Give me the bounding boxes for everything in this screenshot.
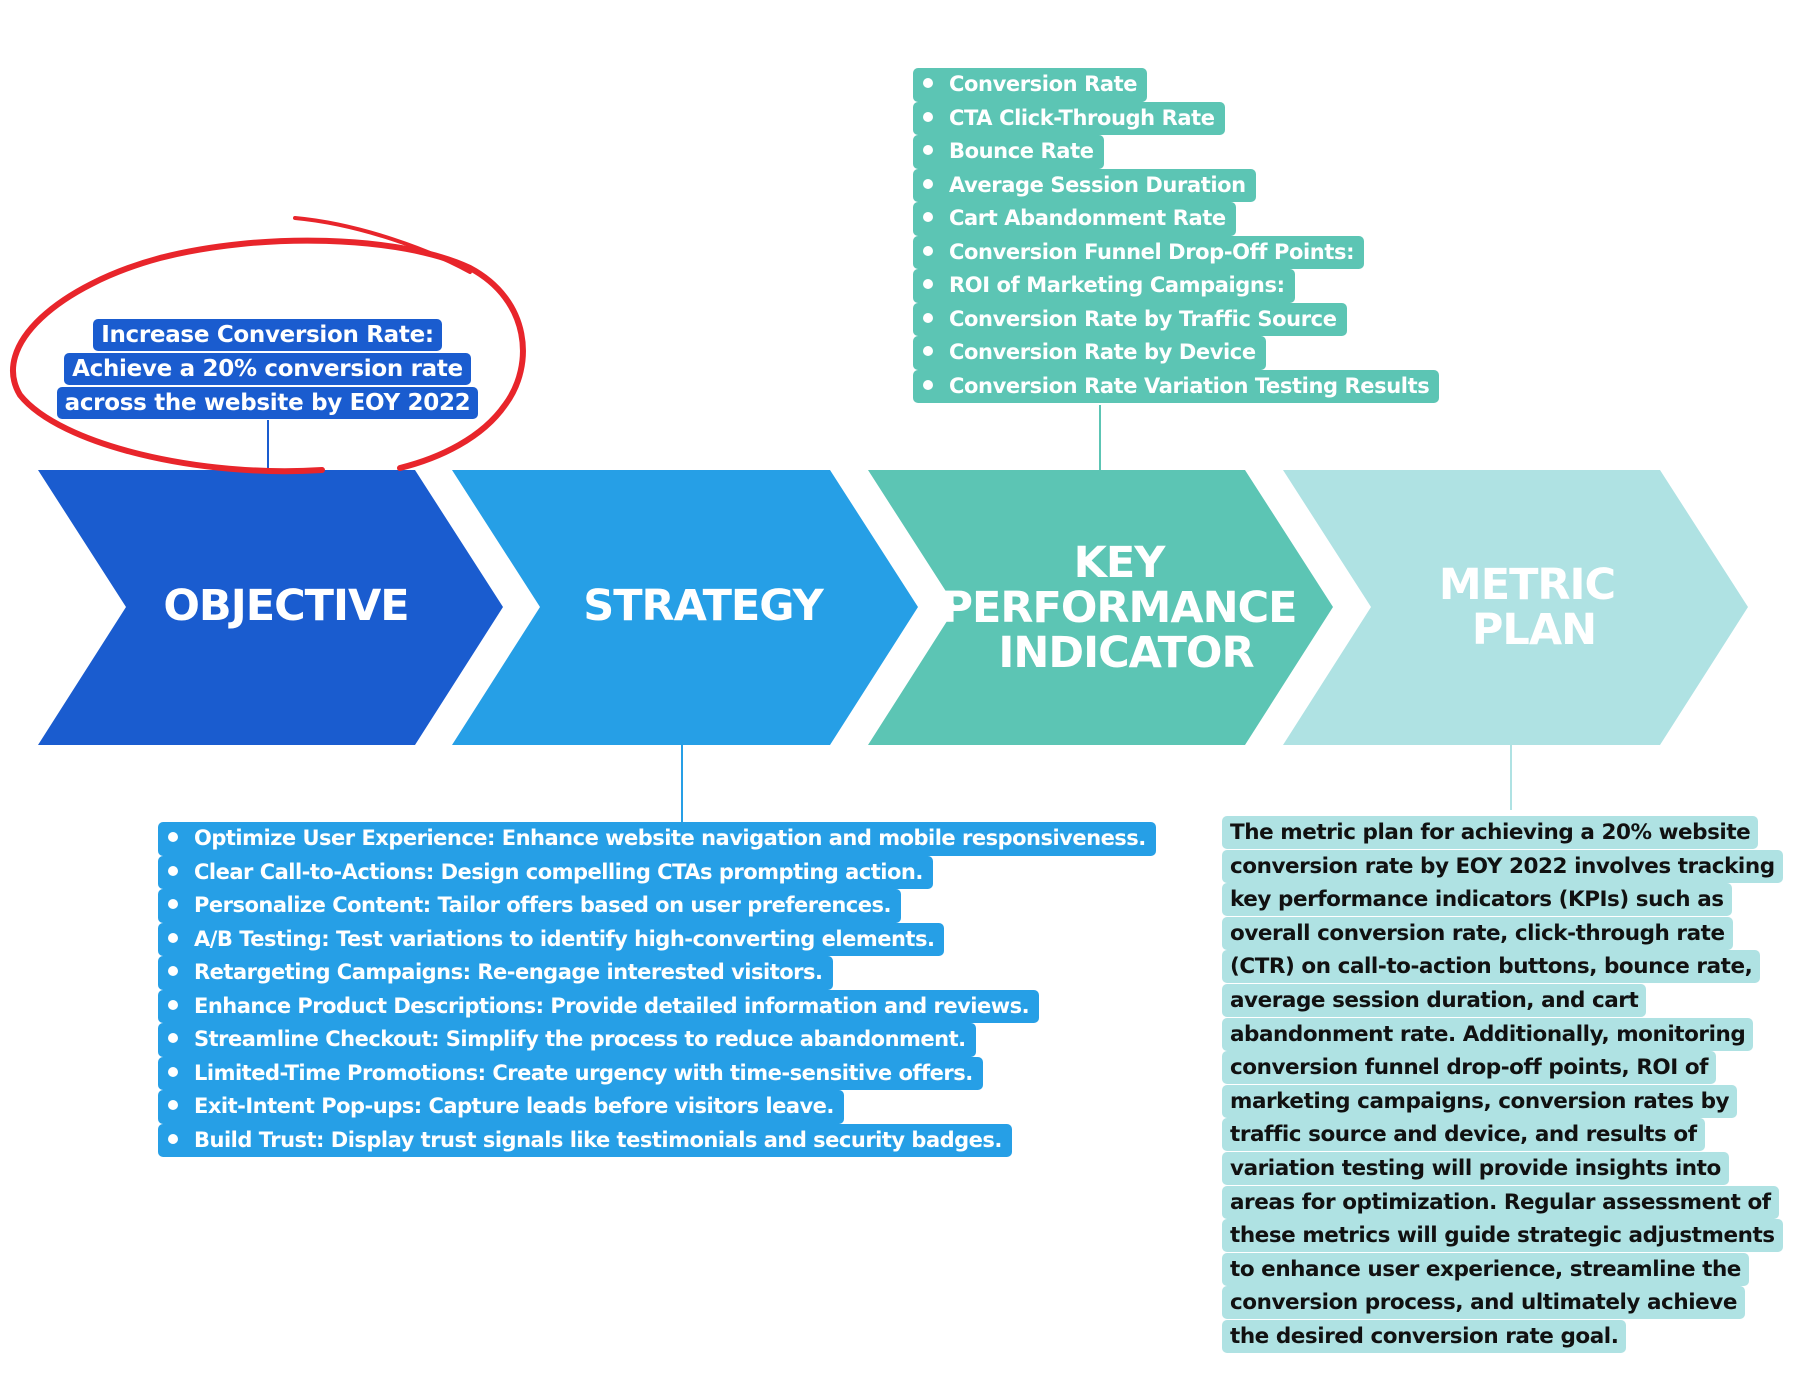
- strategy-item-highlight: A/B Testing: Test variations to identify…: [158, 922, 945, 956]
- metric-plan-box: The metric plan for achieving a 20% webs…: [1222, 816, 1783, 1354]
- kpi-item-highlight: Bounce Rate: [913, 135, 1104, 169]
- kpi-item-label: Conversion Rate by Device: [949, 340, 1256, 364]
- highlight-circle-tail: [293, 216, 472, 274]
- strategy-item: Build Trust: Display trust signals like …: [158, 1123, 1156, 1157]
- bullet-icon: [923, 379, 933, 390]
- kpi-item-highlight: ROI of Marketing Campaigns:: [913, 269, 1295, 303]
- kpi-item-label: Average Session Duration: [949, 172, 1246, 197]
- bullet-icon: [923, 312, 933, 323]
- bullet-icon: [168, 1100, 178, 1110]
- kpi-item-highlight: Conversion Rate by Device: [913, 336, 1266, 370]
- bullet-icon: [923, 346, 933, 356]
- strategy-item-label: Enhance Product Descriptions: Provide de…: [194, 993, 1030, 1018]
- strategy-item-label: Build Trust: Display trust signals like …: [194, 1127, 1002, 1152]
- strategy-item-label: Limited-Time Promotions: Create urgency …: [194, 1060, 973, 1085]
- chevron-kpi: [868, 470, 1333, 745]
- chevron-strategy: [452, 470, 918, 745]
- objective-box: Increase Conversion Rate: Achieve a 20% …: [55, 318, 480, 420]
- bullet-icon: [168, 865, 178, 876]
- kpi-item: Conversion Rate by Device: [913, 336, 1439, 370]
- kpi-item: Bounce Rate: [913, 135, 1439, 169]
- kpi-item-label: Conversion Rate Variation Testing Result…: [949, 373, 1430, 398]
- kpi-item-label: Cart Abandonment Rate: [949, 206, 1226, 230]
- kpi-item-label: CTA Click-Through Rate: [949, 105, 1215, 130]
- kpi-item-label: Conversion Rate: [949, 72, 1138, 96]
- strategy-item-label: Optimize User Experience: Enhance websit…: [194, 826, 1146, 850]
- kpi-item-highlight: Conversion Rate by Traffic Source: [913, 302, 1347, 336]
- strategy-item-highlight: Optimize User Experience: Enhance websit…: [158, 822, 1156, 856]
- strategy-item-label: Streamline Checkout: Simplify the proces…: [194, 1027, 966, 1051]
- kpi-item: Cart Abandonment Rate: [913, 202, 1439, 236]
- strategy-item: Clear Call-to-Actions: Design compelling…: [158, 855, 1156, 889]
- strategy-list: Optimize User Experience: Enhance websit…: [158, 822, 1156, 1157]
- bullet-icon: [168, 899, 178, 909]
- bullet-icon: [923, 212, 933, 222]
- strategy-item-highlight: Build Trust: Display trust signals like …: [158, 1123, 1012, 1157]
- kpi-item-highlight: Conversion Funnel Drop-Off Points:: [913, 235, 1365, 269]
- bullet-icon: [923, 178, 933, 189]
- strategy-item: Retargeting Campaigns: Re-engage interes…: [158, 956, 1156, 990]
- strategy-item-label: A/B Testing: Test variations to identify…: [194, 926, 935, 951]
- strategy-item: Personalize Content: Tailor offers based…: [158, 889, 1156, 923]
- kpi-item-highlight: Cart Abandonment Rate: [913, 202, 1236, 236]
- stage-title-strategy: STRATEGY: [583, 581, 824, 631]
- strategy-item-highlight: Personalize Content: Tailor offers based…: [158, 889, 901, 923]
- bullet-icon: [168, 832, 178, 842]
- bullet-icon: [923, 78, 933, 88]
- kpi-item-label: Conversion Funnel Drop-Off Points:: [949, 239, 1355, 264]
- stage-title-kpi: KEY PERFORMANCE INDICATOR: [941, 538, 1310, 678]
- bullet-icon: [168, 999, 178, 1010]
- kpi-item: Conversion Funnel Drop-Off Points:: [913, 235, 1439, 269]
- strategy-item-highlight: Clear Call-to-Actions: Design compelling…: [158, 855, 933, 889]
- strategy-item-highlight: Enhance Product Descriptions: Provide de…: [158, 989, 1040, 1023]
- strategy-item-label: Clear Call-to-Actions: Design compelling…: [194, 859, 923, 884]
- strategy-item-highlight: Retargeting Campaigns: Re-engage interes…: [158, 956, 833, 990]
- bullet-icon: [168, 966, 178, 976]
- kpi-item-label: Conversion Rate by Traffic Source: [949, 306, 1337, 331]
- kpi-item-label: ROI of Marketing Campaigns:: [949, 273, 1285, 297]
- kpi-item: Conversion Rate: [913, 68, 1439, 102]
- strategy-item: Limited-Time Promotions: Create urgency …: [158, 1056, 1156, 1090]
- bullet-icon: [168, 1066, 178, 1077]
- chevron-metric: [1283, 470, 1748, 745]
- strategy-item: Streamline Checkout: Simplify the proces…: [158, 1023, 1156, 1057]
- strategy-item: A/B Testing: Test variations to identify…: [158, 922, 1156, 956]
- kpi-item: Conversion Rate by Traffic Source: [913, 302, 1439, 336]
- strategy-item-highlight: Limited-Time Promotions: Create urgency …: [158, 1056, 983, 1090]
- strategy-item: Optimize User Experience: Enhance websit…: [158, 822, 1156, 856]
- chevron-objective: [38, 470, 503, 745]
- bullet-icon: [168, 932, 178, 943]
- bullet-icon: [168, 1133, 178, 1144]
- strategy-item-highlight: Exit-Intent Pop-ups: Capture leads befor…: [158, 1090, 844, 1124]
- stage-title-objective: OBJECTIVE: [163, 581, 408, 631]
- strategy-item-highlight: Streamline Checkout: Simplify the proces…: [158, 1023, 976, 1057]
- strategy-item: Enhance Product Descriptions: Provide de…: [158, 989, 1156, 1023]
- kpi-item-highlight: Conversion Rate: [913, 68, 1148, 102]
- bullet-icon: [923, 245, 933, 256]
- kpi-item: ROI of Marketing Campaigns:: [913, 269, 1439, 303]
- bullet-icon: [168, 1033, 178, 1043]
- kpi-item-highlight: CTA Click-Through Rate: [913, 101, 1225, 135]
- stage-title-metric: METRIC PLAN: [1439, 560, 1629, 655]
- strategy-item-label: Retargeting Campaigns: Re-engage interes…: [194, 960, 823, 984]
- kpi-item: CTA Click-Through Rate: [913, 101, 1439, 135]
- bullet-icon: [923, 145, 933, 155]
- kpi-item: Conversion Rate Variation Testing Result…: [913, 369, 1440, 403]
- objective-text: Increase Conversion Rate: Achieve a 20% …: [56, 319, 479, 419]
- bullet-icon: [923, 111, 933, 122]
- kpi-item-highlight: Conversion Rate Variation Testing Result…: [913, 369, 1440, 403]
- strategy-item-label: Personalize Content: Tailor offers based…: [194, 893, 891, 917]
- metric-plan-text: The metric plan for achieving a 20% webs…: [1222, 816, 1783, 1353]
- bullet-icon: [923, 279, 933, 289]
- strategy-item-label: Exit-Intent Pop-ups: Capture leads befor…: [194, 1094, 834, 1118]
- highlight-circle: [10, 237, 526, 475]
- kpi-item-label: Bounce Rate: [949, 139, 1094, 163]
- kpi-item: Average Session Duration: [913, 168, 1439, 202]
- strategy-item: Exit-Intent Pop-ups: Capture leads befor…: [158, 1090, 1156, 1124]
- kpi-item-highlight: Average Session Duration: [913, 168, 1256, 202]
